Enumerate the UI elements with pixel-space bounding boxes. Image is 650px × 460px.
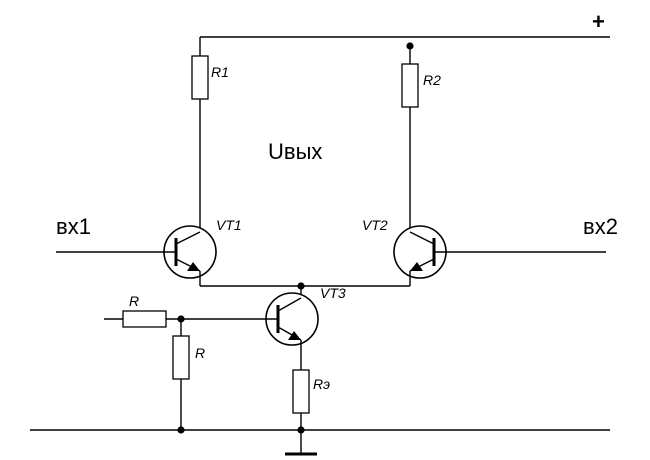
resistor-r2 [401,63,419,108]
resistor-r-series [122,310,167,328]
input2-label: вх2 [583,214,618,239]
supply-plus-label: + [592,9,605,34]
resistor-r-shunt [172,335,190,380]
r-series-label: R [129,293,139,309]
resistor-r1 [191,55,209,100]
vt1-label: VT1 [216,217,242,233]
re-label: Rэ [313,376,330,392]
output-voltage-label: Uвых [268,139,322,164]
r1-label: R1 [211,64,229,80]
r-shunt-label: R [195,345,205,361]
vt3-label: VT3 [320,285,346,301]
r2-label: R2 [423,72,441,88]
vt2-label: VT2 [362,217,388,233]
input1-label: вх1 [56,214,91,239]
resistor-re [292,369,310,414]
